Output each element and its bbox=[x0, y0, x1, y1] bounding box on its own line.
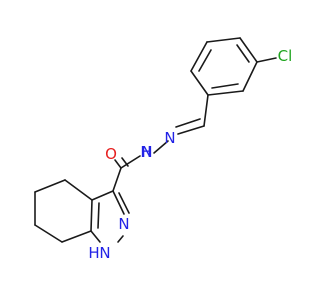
bond-pyr-c7a-c3a-inner bbox=[97, 202, 100, 229]
bond-ring-a-5 bbox=[190, 70, 209, 96]
bond-ring-a-2 bbox=[239, 37, 258, 63]
bond-ring-a-6 bbox=[190, 41, 208, 72]
chemical-structure-diagram: Cl N N H O N H N bbox=[34, 37, 292, 262]
atom-amide-hydrogen: H bbox=[140, 143, 151, 161]
bond-c-o-double-b bbox=[121, 157, 129, 167]
bond-ring-a-3 bbox=[242, 61, 258, 92]
atom-chlorine: Cl bbox=[278, 47, 293, 65]
bond-ring-a-4 bbox=[207, 90, 244, 96]
bond-nh-co bbox=[120, 155, 141, 169]
bond-cyc-5 bbox=[61, 230, 92, 243]
atom-amide-nitrogen: N bbox=[141, 143, 152, 161]
bond-ring-a-6-inner bbox=[198, 49, 212, 72]
atom-pyrazole-nitrogen: N bbox=[118, 215, 129, 233]
atom-pyrazole-nh-nitrogen: N bbox=[99, 244, 110, 262]
bond-pyr-c3-n2-inner bbox=[118, 192, 130, 214]
bond-ring-a-4-inner bbox=[211, 83, 239, 89]
bond-cyc-1 bbox=[64, 179, 93, 201]
bond-pyr-n2-n1 bbox=[117, 235, 124, 243]
bond-ch-n-double-a bbox=[177, 125, 205, 135]
bond-pyr-n1-c7a bbox=[90, 230, 101, 243]
atom-imine-nitrogen: N bbox=[164, 129, 175, 147]
atom-label-layer: Cl N N H O N H N bbox=[88, 47, 292, 262]
bond-c-cl bbox=[256, 57, 277, 63]
bond-c-o-double-a bbox=[114, 159, 122, 169]
bond-ring-ch bbox=[203, 94, 209, 127]
bond-pyr-c7a-c3a bbox=[90, 199, 93, 232]
bond-ring-a-2-inner bbox=[236, 44, 250, 63]
bond-co-pyrazole bbox=[112, 167, 122, 192]
atom-pyrazole-nh-hydrogen: H bbox=[88, 244, 99, 262]
bond-layer bbox=[34, 37, 277, 243]
bond-pyr-c3-n2 bbox=[112, 190, 125, 215]
bond-pyr-c3a-c3 bbox=[91, 190, 114, 201]
atom-carbonyl-oxygen: O bbox=[105, 145, 117, 163]
bond-ch-n-double-b bbox=[175, 118, 201, 128]
bond-cyc-4 bbox=[34, 224, 63, 243]
bond-ring-a-1 bbox=[206, 37, 241, 43]
bond-n-n bbox=[153, 140, 169, 154]
bond-cyc-2 bbox=[34, 179, 66, 193]
